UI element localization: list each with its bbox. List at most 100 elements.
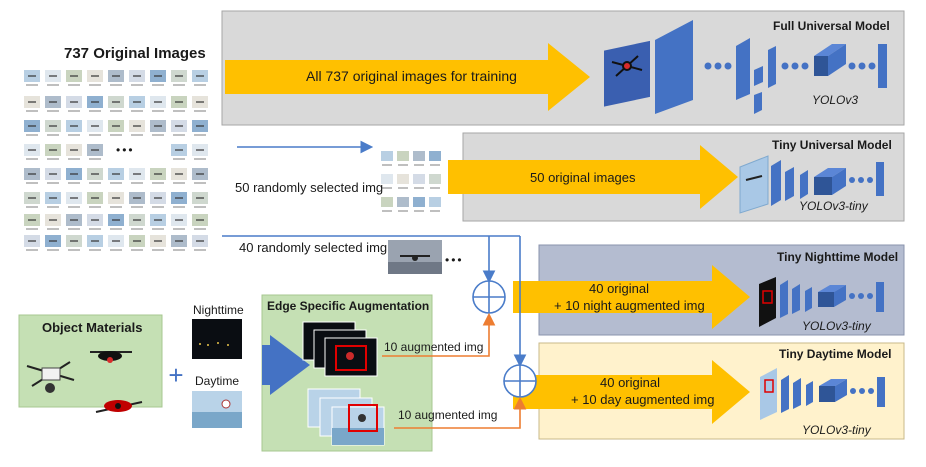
- thumbnail-caption: [26, 134, 38, 136]
- object-materials-panel: [18, 314, 163, 408]
- thumbnail-caption: [68, 84, 80, 86]
- night-arrow-label-1: 40 original: [589, 281, 649, 296]
- thumbnail-caption: [382, 210, 392, 212]
- augmented-connectors: [382, 312, 527, 429]
- thumbnail-caption: [26, 158, 38, 160]
- thumbnail-caption: [47, 182, 59, 184]
- thumbnail-caption: [89, 134, 101, 136]
- thumbnail-caption: [89, 206, 101, 208]
- selection-connectors: [222, 140, 527, 368]
- thumbnail-caption: [26, 206, 38, 208]
- thumbnail-caption: [68, 206, 80, 208]
- thumbnail-caption: [398, 210, 408, 212]
- selected-images-grid: [381, 151, 441, 212]
- thumbnail-caption: [131, 206, 143, 208]
- thumbnail-caption: [110, 182, 122, 184]
- thumbnail-caption: [47, 228, 59, 230]
- thumbnail-caption: [194, 182, 206, 184]
- day-training-arrow: [513, 360, 750, 424]
- night-network: [759, 277, 884, 327]
- thumbnail-caption: [152, 84, 164, 86]
- dataset-ellipsis: •••: [116, 143, 135, 157]
- tiny-model-name: YOLOv3-tiny: [799, 199, 868, 213]
- yolov3-cube: [814, 44, 846, 76]
- materials-plus-sign: +: [168, 360, 183, 390]
- thumbnail-caption: [110, 84, 122, 86]
- thumbnail-caption: [47, 206, 59, 208]
- dataset-title: 737 Original Images: [64, 45, 206, 62]
- day-arrow-label-2: + 10 day augmented img: [571, 392, 715, 407]
- thumbnail-caption: [414, 164, 424, 166]
- tiny-training-arrow: [448, 145, 738, 209]
- selected-image-thumbnail: [429, 197, 441, 207]
- selected-image-thumbnail: [397, 197, 409, 207]
- selected-image-thumbnail: [429, 151, 441, 161]
- thumbnail-caption: [26, 84, 38, 86]
- selected-40-label: 40 randomly selected img: [239, 240, 388, 255]
- thumbnail-caption: [110, 206, 122, 208]
- nighttime-label: Nighttime: [193, 303, 244, 317]
- selected-image-thumbnail: [381, 197, 393, 207]
- thumbnail-caption: [194, 84, 206, 86]
- thumbnail-caption: [68, 134, 80, 136]
- thumbnail-caption: [430, 187, 440, 189]
- day-input-image: [760, 368, 777, 420]
- thumbnail-caption: [173, 182, 185, 184]
- thumbnail-caption: [89, 228, 101, 230]
- yolov3-layer-1: [655, 20, 693, 114]
- thumbnail-caption: [68, 158, 80, 160]
- thumbnail-caption: [152, 182, 164, 184]
- full-training-arrow: [225, 43, 590, 111]
- thumbnail-caption: [131, 134, 143, 136]
- thumbnail-caption: [47, 84, 59, 86]
- yolov3-network: [604, 20, 887, 114]
- selected-image-thumbnail: [381, 174, 393, 184]
- thumbnail-caption: [152, 134, 164, 136]
- thumbnail-caption: [47, 134, 59, 136]
- thumbnail-caption: [131, 249, 143, 251]
- night-augmented-stack: [302, 321, 378, 377]
- merge-node-night: [472, 280, 506, 314]
- yolov3-output: [878, 44, 887, 88]
- merge-node-day: [503, 364, 537, 398]
- thumbnail-caption: [47, 249, 59, 251]
- thumbnail-caption: [131, 182, 143, 184]
- thumbnail-caption: [26, 110, 38, 112]
- full-model-title: Full Universal Model: [773, 19, 890, 33]
- thumbnail-caption: [173, 249, 185, 251]
- selected-image-thumbnail: [381, 151, 393, 161]
- thumbnail-caption: [68, 228, 80, 230]
- thumbnail-caption: [173, 206, 185, 208]
- selected-image-thumbnail: [413, 197, 425, 207]
- drone-glyph: [611, 55, 643, 77]
- thumbnail-caption: [414, 210, 424, 212]
- drones-illustration: [26, 351, 143, 413]
- day-augmented-stack: [307, 388, 385, 446]
- thumbnail-caption: [194, 134, 206, 136]
- thumbnail-caption: [26, 182, 38, 184]
- thumbnail-caption: [152, 228, 164, 230]
- day-arrow-label-1: 40 original: [600, 375, 660, 390]
- thumbnail-caption: [414, 187, 424, 189]
- day-augmented-label: 10 augmented img: [398, 408, 498, 422]
- thumbnail-caption: [110, 110, 122, 112]
- night-training-arrow: [513, 265, 750, 329]
- tiny-model-title: Tiny Universal Model: [772, 138, 892, 152]
- thumbnail-caption: [131, 110, 143, 112]
- night-model-title: Tiny Nighttime Model: [777, 250, 899, 264]
- thumbnail-caption: [26, 249, 38, 251]
- selected-image-thumbnail: [397, 151, 409, 161]
- tiny-arrow-label: 50 original images: [530, 170, 636, 185]
- day-network: [760, 368, 885, 420]
- thumbnail-caption: [47, 158, 59, 160]
- night-augmented-label: 10 augmented img: [384, 340, 484, 354]
- night-model-name: YOLOv3-tiny: [802, 319, 871, 333]
- thumbnail-caption: [26, 228, 38, 230]
- augmentation-input-arrow: [270, 335, 310, 395]
- drone-input-image: [604, 40, 650, 107]
- night-input-image: [759, 277, 776, 327]
- thumbnail-caption: [194, 206, 206, 208]
- selected-50-label: 50 randomly selected img: [235, 180, 384, 195]
- day-model-title: Tiny Daytime Model: [779, 347, 892, 361]
